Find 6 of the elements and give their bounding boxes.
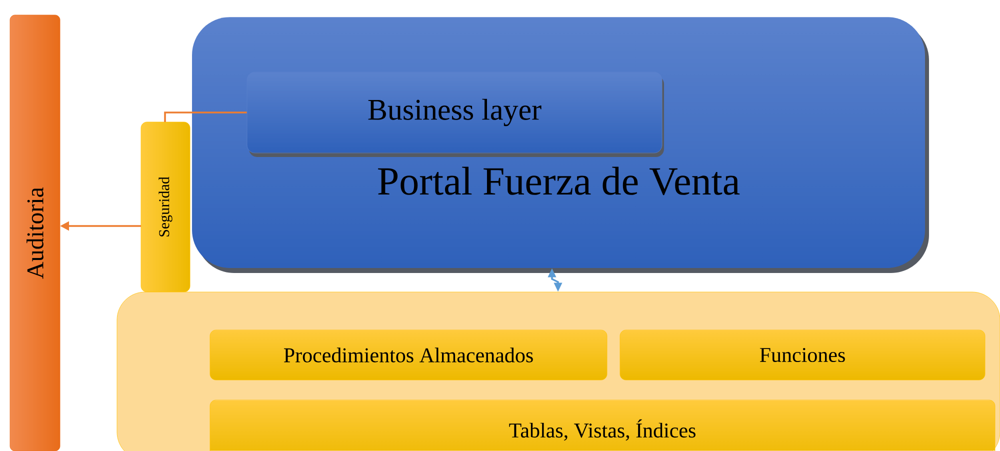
layer-box: Business layer [246, 72, 664, 157]
side-bar: Seguridad [140, 122, 190, 292]
side-bar: Auditoria [10, 14, 60, 451]
component-box: Tablas, Vistas, Índices [210, 400, 996, 451]
component-box: Funciones [620, 330, 986, 380]
component-box: Procedimientos Almacenados [210, 330, 608, 380]
